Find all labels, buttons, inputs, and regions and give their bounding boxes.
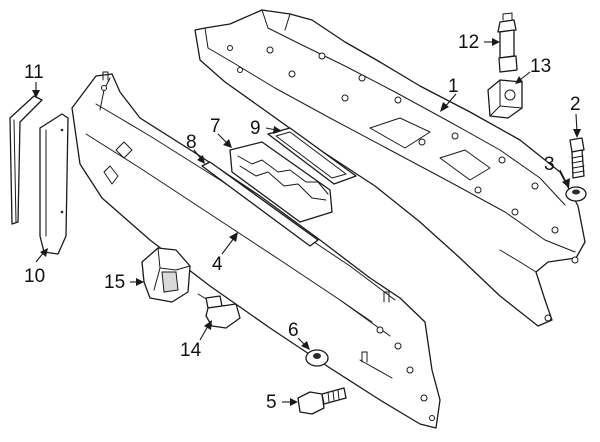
part-5-bolt	[297, 387, 347, 415]
part-6-washer	[305, 349, 329, 367]
part-3-washer	[565, 186, 587, 202]
part-14-fastener	[197, 293, 241, 329]
callout-13: 13	[530, 56, 551, 77]
callout-8: 8	[186, 132, 197, 153]
part-13-clip	[487, 79, 523, 119]
part-15-clip	[141, 247, 191, 303]
callout-11: 11	[24, 62, 44, 83]
callout-15: 15	[104, 272, 125, 293]
callout-3: 3	[544, 154, 555, 175]
part-2-bolt	[569, 137, 585, 179]
part-12-stud	[497, 12, 518, 73]
part-11-trim-strip	[9, 95, 43, 225]
callout-5: 5	[266, 392, 277, 413]
callout-12: 12	[458, 32, 479, 53]
leader-lines	[32, 38, 581, 406]
callout-14: 14	[180, 340, 202, 361]
callout-10: 10	[24, 266, 45, 287]
callout-4: 4	[212, 254, 223, 275]
part-7-insulator	[229, 141, 333, 223]
callout-9: 9	[250, 118, 261, 139]
part-10-side-panel	[39, 113, 69, 255]
callout-labels: 1 2 3 4 5 6 7 8 9 10 11 12 13 14 15	[24, 32, 581, 413]
callout-1: 1	[448, 76, 459, 97]
part-8-strip	[201, 161, 319, 247]
part-1-upper-bracket	[194, 9, 586, 327]
callout-7: 7	[210, 116, 221, 137]
callout-6: 6	[288, 320, 299, 341]
part-9-gasket	[267, 127, 357, 185]
callout-2: 2	[570, 94, 581, 115]
